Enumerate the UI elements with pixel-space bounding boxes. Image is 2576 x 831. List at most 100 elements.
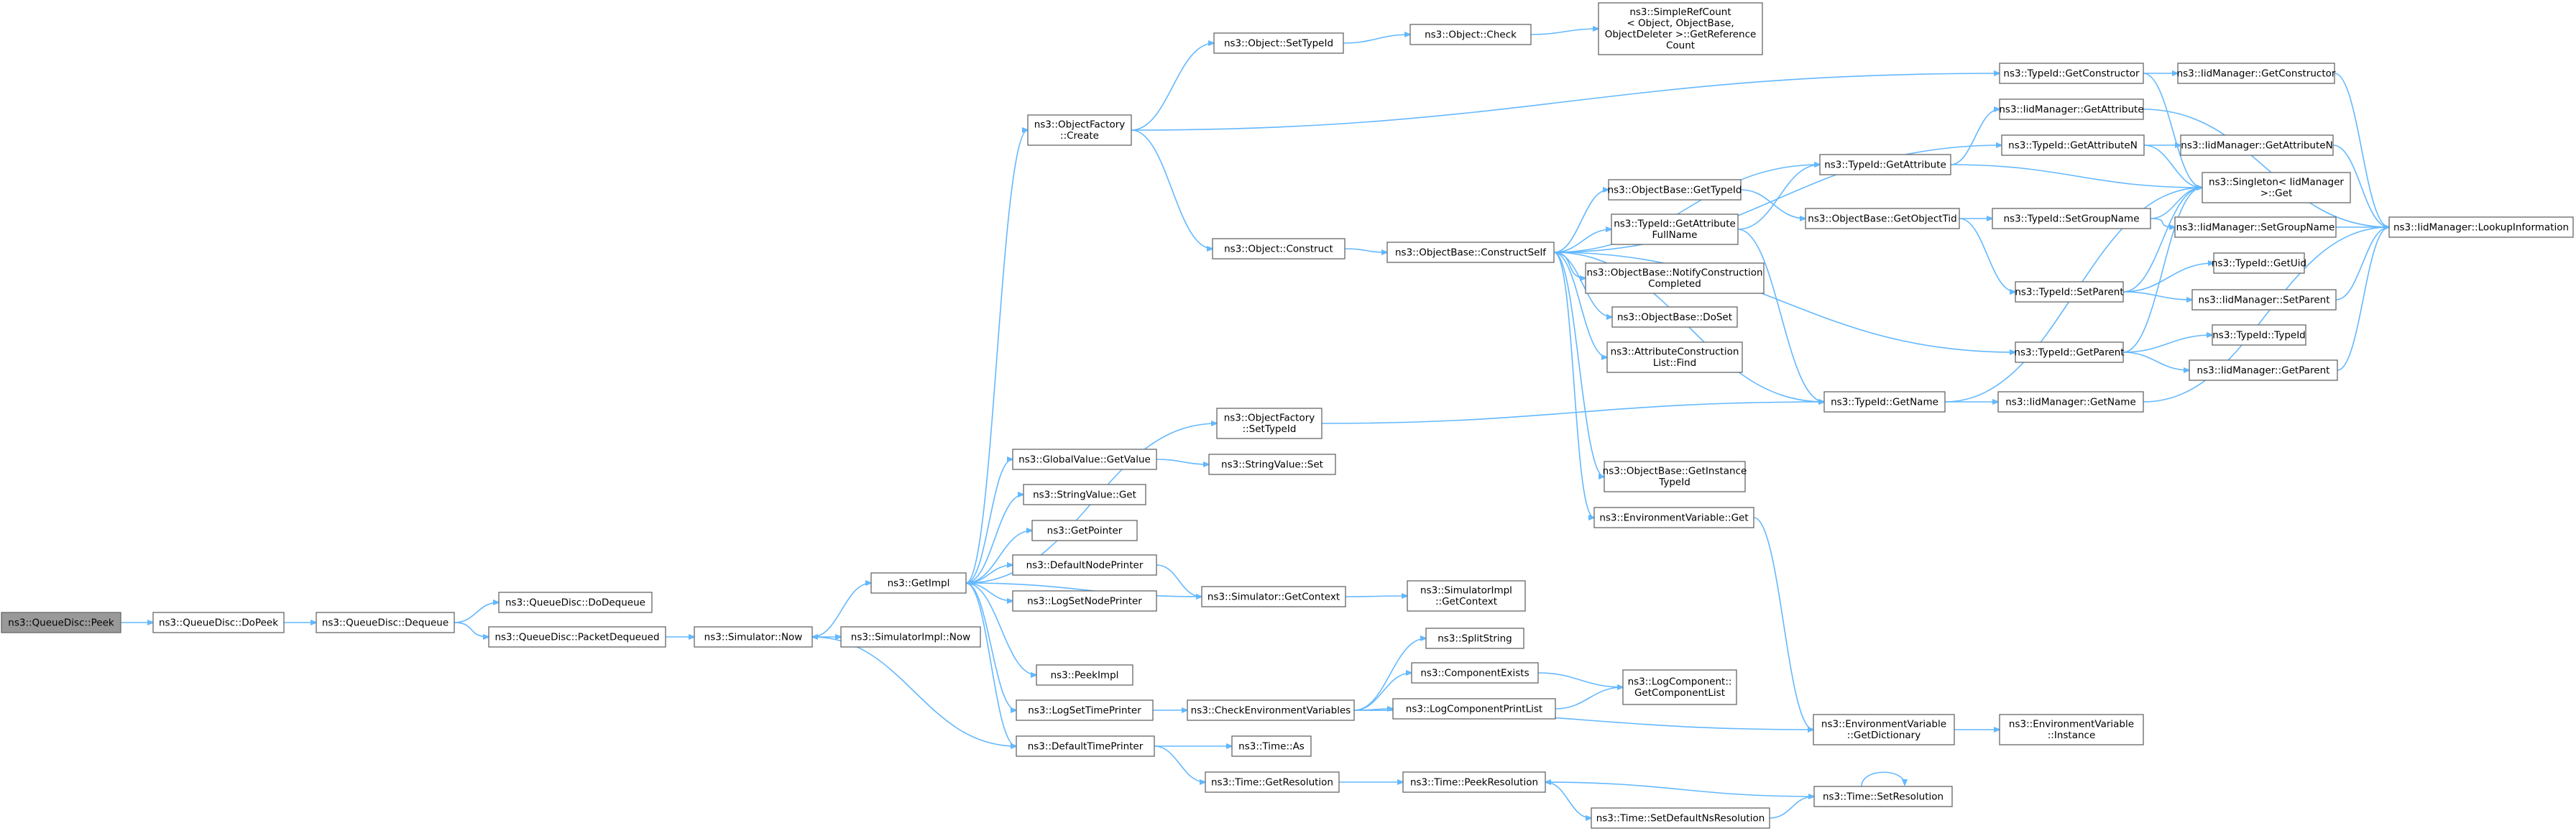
node-tidgetuid[interactable]: ns3::TypeId::GetUid [2212,252,2306,274]
node-iidgetconstructor[interactable]: ns3::IidManager::GetConstructor [2177,63,2336,84]
edge-tidsetgroupname-to-singletonget [2150,188,2202,219]
node-label: ns3::TypeId::GetUid [2212,257,2306,269]
edge-tidsetgroupname-to-iidsetgroupname [2150,218,2175,227]
node-label: Count [1666,40,1695,52]
edge-obgetobjecttid-to-tidsetparent [1959,218,2015,292]
node-timesetdefaultns[interactable]: ns3::Time::SetDefaultNsResolution [1591,807,1770,829]
node-compexists[interactable]: ns3::ComponentExists [1411,662,1539,684]
node-box [2174,216,2337,238]
node-objconstruct[interactable]: ns3::Object::Construct [1212,238,1346,260]
node-label: ns3::ObjectBase::ConstructSelf [1395,247,1547,258]
node-simimplnow[interactable]: ns3::SimulatorImpl::Now [840,626,981,648]
node-tidgetattributen[interactable]: ns3::TypeId::GetAttributeN [2001,134,2145,156]
node-iidgetattribute[interactable]: ns3::IidManager::GetAttribute [1999,98,2144,120]
node-dodequeue[interactable]: ns3::QueueDisc::DoDequeue [498,592,653,613]
node-timesetres[interactable]: ns3::Time::SetResolution [1813,786,1953,807]
node-label: ns3::StringValue::Get [1033,489,1136,500]
node-deftimeprinter[interactable]: ns3::DefaultTimePrinter [1016,735,1155,757]
node-box [1598,2,1763,55]
node-iidsetparent[interactable]: ns3::IidManager::SetParent [2191,289,2337,311]
node-label: ns3::QueueDisc::Dequeue [322,617,448,628]
edge-objsettypeid-to-objcheck [1343,35,1410,44]
node-iidgetname[interactable]: ns3::IidManager::GetName [1997,391,2144,413]
node-simimplgetcontext[interactable]: ns3::SimulatorImpl::GetContext [1407,580,1526,612]
node-compprintlist[interactable]: ns3::LogComponentPrintList [1392,698,1556,720]
node-box [1813,786,1953,807]
node-splitstring[interactable]: ns3::SplitString [1425,628,1524,649]
node-tidgetname[interactable]: ns3::TypeId::GetName [1823,391,1946,413]
node-envinstance[interactable]: ns3::EnvironmentVariable::Instance [1999,714,2144,745]
node-iidlookup[interactable]: ns3::IidManager::LookupInformation [2388,216,2574,238]
node-box [1606,341,1743,373]
node-ofcreate[interactable]: ns3::ObjectFactory::Create [1027,114,1132,146]
node-tidtypeid[interactable]: ns3::TypeId::TypeId [2212,324,2306,346]
node-simnow[interactable]: ns3::Simulator::Now [694,626,813,648]
node-packetdequeued[interactable]: ns3::QueueDisc::PacketDequeued [488,626,666,648]
node-simplerefcount[interactable]: ns3::SimpleRefCount< Object, ObjectBase,… [1598,2,1763,55]
edge-timepeekres-to-timesetdefaultns [1545,781,1591,818]
node-peek[interactable]: ns3::QueueDisc::Peek [1,612,121,633]
node-envgetdict[interactable]: ns3::EnvironmentVariable::GetDictionary [1813,714,1955,745]
node-defnodeprinter[interactable]: ns3::DefaultNodePrinter [1012,554,1157,576]
node-obgetobjecttid[interactable]: ns3::ObjectBase::GetObjectTid [1805,208,1960,229]
node-box [1036,664,1133,686]
node-timepeekres[interactable]: ns3::Time::PeekResolution [1402,771,1546,793]
node-dopeek[interactable]: ns3::QueueDisc::DoPeek [152,612,285,633]
node-gvgetvalue[interactable]: ns3::GlobalValue::GetValue [1012,449,1157,470]
node-logsetnodeprinter[interactable]: ns3::LogSetNodePrinter [1012,590,1157,612]
node-logcompgetlist[interactable]: ns3::LogComponent::GetComponentList [1622,669,1737,705]
edge-checkenv-to-compexists [1353,673,1412,711]
edge-constructself-to-obgetinstance [1553,252,1604,477]
node-checkenv[interactable]: ns3::CheckEnvironmentVariables [1187,699,1355,721]
node-label: ns3::TypeId::GetConstructor [2003,68,2140,79]
edge-tidgetparent-to-tidtypeid [2122,335,2212,353]
node-tidgetconstructor[interactable]: ns3::TypeId::GetConstructor [1999,63,2144,84]
node-box [1,612,121,633]
node-logsettimeprinter[interactable]: ns3::LogSetTimePrinter [1016,699,1154,721]
node-label: ns3::ObjectBase::DoSet [1617,311,1732,323]
node-getpointer[interactable]: ns3::GetPointer [1031,520,1138,541]
node-ofsettypeid[interactable]: ns3::ObjectFactory::SetTypeId [1216,408,1322,439]
node-getimpl[interactable]: ns3::GetImpl [870,572,967,594]
node-iidsetgroupname[interactable]: ns3::IidManager::SetGroupName [2174,216,2337,238]
node-label: ns3::QueueDisc::DoPeek [159,617,278,628]
node-tidgetattribute[interactable]: ns3::TypeId::GetAttribute [1819,154,1951,175]
node-svset[interactable]: ns3::StringValue::Set [1208,454,1336,475]
edge-objcheck-to-simplerefcount [1530,29,1598,35]
node-box [2212,324,2306,346]
node-envget[interactable]: ns3::EnvironmentVariable::Get [1593,507,1754,528]
node-iidgetattributen[interactable]: ns3::IidManager::GetAttributeN [2180,134,2334,156]
node-tidsetgroupname[interactable]: ns3::TypeId::SetGroupName [1992,208,2151,229]
node-objcheck[interactable]: ns3::Object::Check [1409,24,1532,45]
node-tidsetparent[interactable]: ns3::TypeId::SetParent [2015,281,2124,303]
node-box [1012,554,1157,576]
node-simgetcontext[interactable]: ns3::Simulator::GetContext [1201,586,1346,607]
node-peekimpl[interactable]: ns3::PeekImpl [1036,664,1133,686]
node-box [1402,771,1546,793]
edge-tidgetparent-to-singletonget [2122,188,2202,353]
node-label: ns3::LogComponentPrintList [1406,703,1542,715]
node-singletonget[interactable]: ns3::Singleton< IidManager >::Get [2202,172,2351,203]
node-label: ns3::DefaultNodePrinter [1026,559,1144,571]
node-timegetres[interactable]: ns3::Time::GetResolution [1205,771,1340,793]
edge-iidgetparent-to-iidlookup [2337,227,2389,371]
node-constructself[interactable]: ns3::ObjectBase::ConstructSelf [1386,242,1555,263]
node-label: ns3::IidManager::SetParent [2199,294,2330,306]
node-label: ns3::GlobalValue::GetValue [1018,454,1151,465]
node-iidgetparent[interactable]: ns3::IidManager::GetParent [2189,359,2338,381]
node-box [1819,154,1951,175]
node-label: ns3::ObjectFactory [1034,119,1126,131]
node-obnotify[interactable]: ns3::ObjectBase::NotifyConstructionCompl… [1585,262,1765,294]
node-label: ns3::ComponentExists [1420,667,1529,679]
node-timeas[interactable]: ns3::Time::As [1231,735,1312,757]
node-obdoset[interactable]: ns3::ObjectBase::DoSet [1611,306,1738,328]
node-dequeue[interactable]: ns3::QueueDisc::Dequeue [316,612,455,633]
node-svget[interactable]: ns3::StringValue::Get [1023,484,1146,505]
node-tidgetparent[interactable]: ns3::TypeId::GetParent [2014,341,2125,363]
edge-compprintlist-to-logcompgetlist [1555,687,1623,710]
node-objsettypeid[interactable]: ns3::Object::SetTypeId [1213,32,1344,54]
node-obgettypeid[interactable]: ns3::ObjectBase::GetTypeId [1608,179,1742,201]
